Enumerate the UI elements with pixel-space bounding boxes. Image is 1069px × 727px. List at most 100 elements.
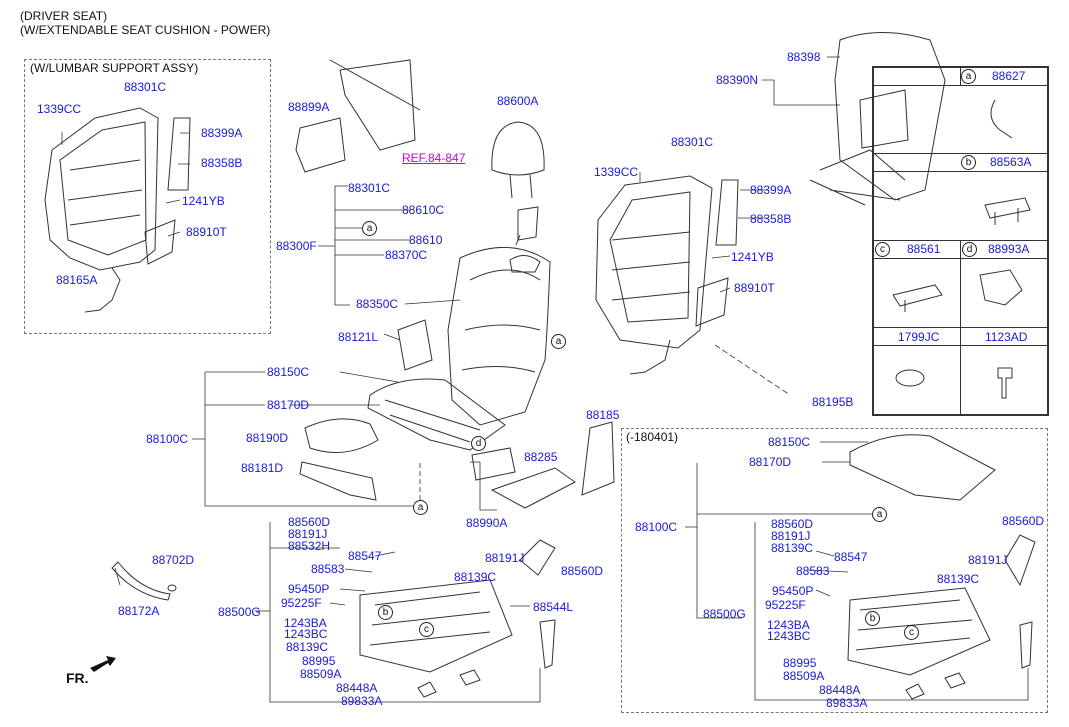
- bolt-1123ad-icon: [997, 367, 1013, 399]
- legend-part-88561[interactable]: 88561: [907, 242, 941, 256]
- part-88191j-wire[interactable]: 88191J: [485, 551, 525, 565]
- part-88995[interactable]: 88995: [302, 654, 336, 668]
- part-95450p-late[interactable]: 95450P: [772, 584, 814, 598]
- part-88544l[interactable]: 88544L: [533, 600, 574, 614]
- part-88358b[interactable]: 88358B: [201, 156, 243, 170]
- legend-divider: [960, 67, 961, 85]
- part-88191j-late-wire[interactable]: 88191J: [968, 553, 1008, 567]
- clip-88561-icon: [892, 284, 943, 312]
- leader-lines: [61, 56, 1029, 703]
- part-88610c[interactable]: 88610C: [402, 203, 445, 217]
- part-88398[interactable]: 88398: [787, 50, 821, 64]
- part-88301c-frame[interactable]: 88301C: [671, 135, 714, 149]
- lumbar-support-box: [24, 59, 271, 334]
- part-1241yb-right[interactable]: 1241YB: [731, 250, 774, 264]
- callout-b: b: [378, 605, 393, 620]
- part-95225f-late[interactable]: 95225F: [765, 598, 806, 612]
- legend-part-1123ad[interactable]: 1123AD: [985, 330, 1028, 344]
- part-88583-late[interactable]: 88583: [796, 564, 830, 578]
- part-88358b-right[interactable]: 88358B: [750, 212, 792, 226]
- legend-part-88627[interactable]: 88627: [992, 69, 1026, 83]
- cover-88181d-drawing: [299, 461, 377, 501]
- part-88139c[interactable]: 88139C: [286, 640, 329, 654]
- part-88170d[interactable]: 88170D: [267, 398, 310, 412]
- part-88532h[interactable]: 88532H: [288, 539, 331, 553]
- part-1243ba[interactable]: 1243BA: [284, 616, 327, 630]
- part-1339cc-right[interactable]: 1339CC: [594, 165, 639, 179]
- seatback-assembly-drawing: [447, 247, 551, 426]
- part-89833a[interactable]: 89833A: [341, 694, 383, 708]
- part-88370c[interactable]: 88370C: [385, 248, 428, 262]
- part-1243bc[interactable]: 1243BC: [284, 627, 328, 641]
- part-88300f[interactable]: 88300F: [276, 239, 317, 253]
- cushion-extension-88190d-drawing: [304, 418, 379, 453]
- part-88500g-late[interactable]: 88500G: [703, 607, 746, 621]
- part-88547[interactable]: 88547: [348, 549, 382, 563]
- part-88610[interactable]: 88610: [409, 233, 443, 247]
- legend-grid: [872, 66, 1049, 416]
- part-88560d-wire[interactable]: 88560D: [561, 564, 604, 578]
- part-88301c-seatback[interactable]: 88301C: [348, 181, 391, 195]
- part-88195b[interactable]: 88195B: [812, 395, 854, 409]
- legend-letter-d: d: [962, 242, 977, 257]
- part-88899a[interactable]: 88899A: [288, 100, 330, 114]
- part-1241yb[interactable]: 1241YB: [182, 194, 225, 208]
- part-88390n[interactable]: 88390N: [716, 73, 759, 87]
- part-88170d-late[interactable]: 88170D: [749, 455, 792, 469]
- part-88100c[interactable]: 88100C: [146, 432, 189, 446]
- part-88399a[interactable]: 88399A: [201, 126, 243, 140]
- part-1339cc[interactable]: 1339CC: [37, 102, 82, 116]
- part-88990a[interactable]: 88990A: [466, 516, 508, 530]
- bracket-88899a-drawing: [295, 59, 421, 173]
- part-88121l[interactable]: 88121L: [338, 330, 379, 344]
- part-95450p[interactable]: 95450P: [288, 582, 330, 596]
- part-1243bc-late[interactable]: 1243BC: [767, 629, 811, 643]
- part-88139c-late[interactable]: 88139C: [771, 541, 814, 555]
- part-95225f[interactable]: 95225F: [281, 596, 322, 610]
- part-88165a[interactable]: 88165A: [56, 273, 98, 287]
- callout-b: b: [865, 611, 880, 626]
- part-88191j[interactable]: 88191J: [288, 527, 328, 541]
- part-88172a[interactable]: 88172A: [118, 604, 160, 618]
- part-88181d[interactable]: 88181D: [241, 461, 284, 475]
- part-88150c[interactable]: 88150C: [267, 365, 310, 379]
- part-88995-late[interactable]: 88995: [783, 656, 817, 670]
- part-88100c-late[interactable]: 88100C: [635, 520, 678, 534]
- part-88139c-wire[interactable]: 88139C: [454, 570, 497, 584]
- part-88448a[interactable]: 88448A: [336, 681, 378, 695]
- part-88190d[interactable]: 88190D: [246, 431, 289, 445]
- legend-divider: [873, 171, 1048, 172]
- part-88509a[interactable]: 88509A: [300, 667, 342, 681]
- part-88185[interactable]: 88185: [586, 408, 620, 422]
- part-88285[interactable]: 88285: [524, 450, 558, 464]
- part-88600a[interactable]: 88600A: [497, 94, 539, 108]
- part-88583[interactable]: 88583: [311, 562, 345, 576]
- part-88702d[interactable]: 88702D: [152, 553, 195, 567]
- part-88301c[interactable]: 88301C: [124, 80, 167, 94]
- part-1243ba-late[interactable]: 1243BA: [767, 618, 810, 632]
- part-88910t-right[interactable]: 88910T: [734, 281, 775, 295]
- part-89833a-late[interactable]: 89833A: [826, 696, 868, 710]
- late-box-title: (-180401): [626, 430, 679, 444]
- part-88448a-late[interactable]: 88448A: [819, 683, 861, 697]
- wire-88560d-left-drawing: [519, 539, 556, 576]
- part-88509a-late[interactable]: 88509A: [783, 669, 825, 683]
- part-88150c-late[interactable]: 88150C: [768, 435, 811, 449]
- part-88560d[interactable]: 88560D: [288, 515, 331, 529]
- legend-part-1799jc[interactable]: 1799JC: [898, 330, 940, 344]
- part-88350c[interactable]: 88350C: [356, 297, 399, 311]
- part-88560d-late-wire[interactable]: 88560D: [1002, 514, 1045, 528]
- callout-a: a: [551, 334, 566, 349]
- legend-part-88993a[interactable]: 88993A: [988, 242, 1030, 256]
- part-88191j-late[interactable]: 88191J: [771, 529, 811, 543]
- part-88399a-right[interactable]: 88399A: [750, 183, 792, 197]
- reference-link[interactable]: REF.84-847: [402, 151, 466, 165]
- part-88910t[interactable]: 88910T: [186, 225, 227, 239]
- part-88547-late[interactable]: 88547: [834, 550, 868, 564]
- part-88500g[interactable]: 88500G: [218, 605, 261, 619]
- legend-divider: [873, 345, 1048, 346]
- part-88560d-late[interactable]: 88560D: [771, 517, 814, 531]
- legend-part-88563a[interactable]: 88563A: [990, 155, 1032, 169]
- part-88139c-late-wire[interactable]: 88139C: [937, 572, 980, 586]
